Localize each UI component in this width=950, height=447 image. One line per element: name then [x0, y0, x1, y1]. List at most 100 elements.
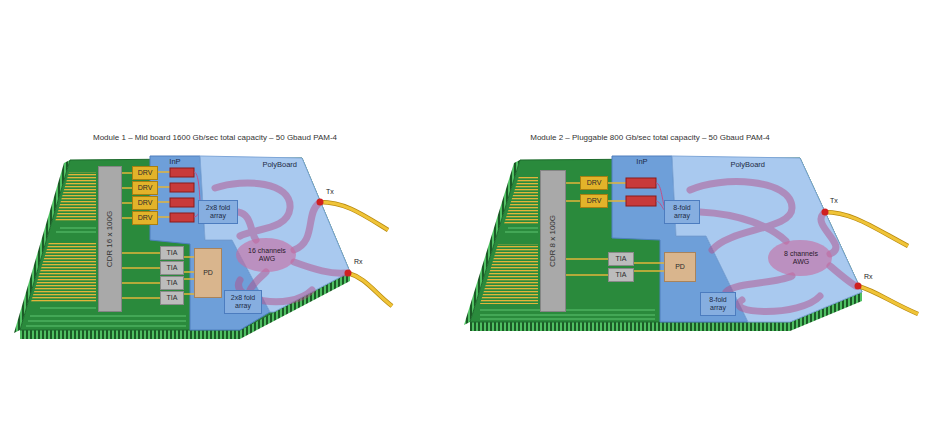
connector-group	[122, 173, 664, 298]
gold-traces	[480, 244, 538, 304]
fold-array: 8-fold array	[700, 292, 736, 316]
module-2-art	[464, 156, 918, 331]
trace-wire	[122, 172, 132, 174]
trace-wire	[566, 258, 608, 260]
node-text: 2x8 fold array	[227, 294, 259, 309]
node-text: PolyBoard	[730, 161, 765, 169]
modulator-chip	[170, 183, 194, 192]
node-text: PD	[203, 269, 213, 277]
modulator-chip	[626, 178, 656, 188]
trace-wire	[122, 267, 160, 269]
optical-fiber	[348, 273, 392, 306]
inp-region: InP	[612, 156, 672, 236]
modulator-chip	[170, 168, 194, 177]
waveguide	[726, 276, 792, 292]
cdr-chip: CDR 16 x 100G	[98, 166, 122, 312]
fold-array: 2x8 fold array	[198, 200, 238, 224]
awg-shape	[768, 240, 832, 276]
waveguide	[739, 296, 820, 312]
module-board: CDR 16 x 100G DRV DRV DRV DRVInP 16 channels …	[25, 132, 405, 342]
module-heading: Module 2 – Pluggable 800 Gb/sec total ca…	[530, 134, 770, 143]
gold-traces	[504, 176, 538, 224]
rotated-chip-label: CDR 8 x 100G	[549, 215, 558, 267]
photodiode-chip: PD	[664, 252, 696, 282]
trace-wire	[122, 187, 132, 189]
driver-chip: DRV	[132, 181, 158, 195]
node-text: TIA	[167, 294, 178, 302]
node-text: TIA	[167, 279, 178, 287]
trace-wire	[566, 182, 580, 184]
modulator-chip	[626, 196, 656, 206]
trace-wire	[184, 278, 194, 280]
board-front-face	[470, 322, 790, 331]
node-text: TIA	[167, 249, 178, 257]
fiber-port	[855, 283, 862, 290]
fiber-outline	[348, 273, 392, 306]
photodiode-chip: PD	[194, 248, 222, 298]
awg-region: 16 channels AWG	[243, 243, 291, 267]
node-text: DRV	[587, 197, 602, 205]
fold-array: 8-fold array	[664, 200, 700, 224]
trace-wire	[122, 282, 160, 284]
waveguide	[250, 272, 266, 290]
waveguide	[238, 212, 256, 240]
optical-fiber	[320, 202, 388, 230]
node-text: TIA	[616, 255, 627, 263]
node-text: DRV	[138, 184, 153, 192]
fiber-outline	[858, 286, 918, 314]
trace-wire	[122, 297, 160, 299]
optical-fiber	[858, 286, 918, 314]
tia-chip: TIA	[160, 261, 184, 275]
cdr-chip: CDR 8 x 100G	[540, 170, 566, 312]
trace-wire	[566, 274, 608, 276]
polyboard-surface	[672, 156, 862, 322]
inp-region: InP	[150, 156, 200, 240]
port-label: Tx	[326, 188, 334, 196]
port-label: Rx	[354, 258, 363, 266]
trace-wire	[634, 270, 664, 272]
fiber-port	[345, 270, 352, 277]
fold-array: 2x8 fold array	[224, 290, 262, 314]
tia-chip: TIA	[160, 276, 184, 290]
trace-wire	[634, 262, 664, 264]
port-label: Rx	[864, 273, 873, 281]
driver-chip: DRV	[580, 194, 608, 208]
modulator-chip	[170, 198, 194, 207]
trace-wire	[184, 293, 194, 295]
trace-wire	[122, 252, 160, 254]
node-text: 2x8 fold array	[201, 204, 235, 219]
awg-shape	[236, 238, 296, 272]
port-label: Tx	[830, 197, 838, 205]
modulator-chip	[170, 213, 194, 222]
circuit-traces	[480, 228, 655, 319]
trace-wire	[566, 200, 580, 202]
tia-chip: TIA	[608, 268, 634, 282]
node-text: 8-fold array	[667, 204, 697, 219]
awg-region: 8 channels AWG	[776, 246, 826, 270]
node-text: 16 channels AWG	[245, 247, 289, 262]
fiber-outline	[825, 212, 908, 246]
fiber-port	[822, 209, 829, 216]
fiber-port	[317, 199, 324, 206]
node-text: 8 channels AWG	[778, 250, 824, 265]
rotated-chip-label: CDR 16 x 100G	[106, 211, 115, 267]
node-text: DRV	[138, 169, 153, 177]
node-text: 8-fold array	[703, 296, 733, 311]
polyboard-surface	[200, 156, 350, 312]
node-text: TIA	[167, 264, 178, 272]
tia-chip: TIA	[608, 252, 634, 266]
waveguide	[700, 212, 786, 241]
driver-chip: DRV	[132, 196, 158, 210]
tia-chip: TIA	[160, 291, 184, 305]
node-text: DRV	[138, 214, 153, 222]
waveguide	[294, 204, 318, 250]
optical-fiber	[825, 212, 908, 246]
bond-wires	[158, 172, 170, 217]
node-text: DRV	[587, 179, 602, 187]
module-board: CDR 8 x 100G DRV DRV InP 8 channels AWG PolyB…	[455, 132, 845, 342]
tia-chip: TIA	[160, 246, 184, 260]
waveguide	[830, 266, 856, 286]
trace-wire	[184, 256, 194, 258]
